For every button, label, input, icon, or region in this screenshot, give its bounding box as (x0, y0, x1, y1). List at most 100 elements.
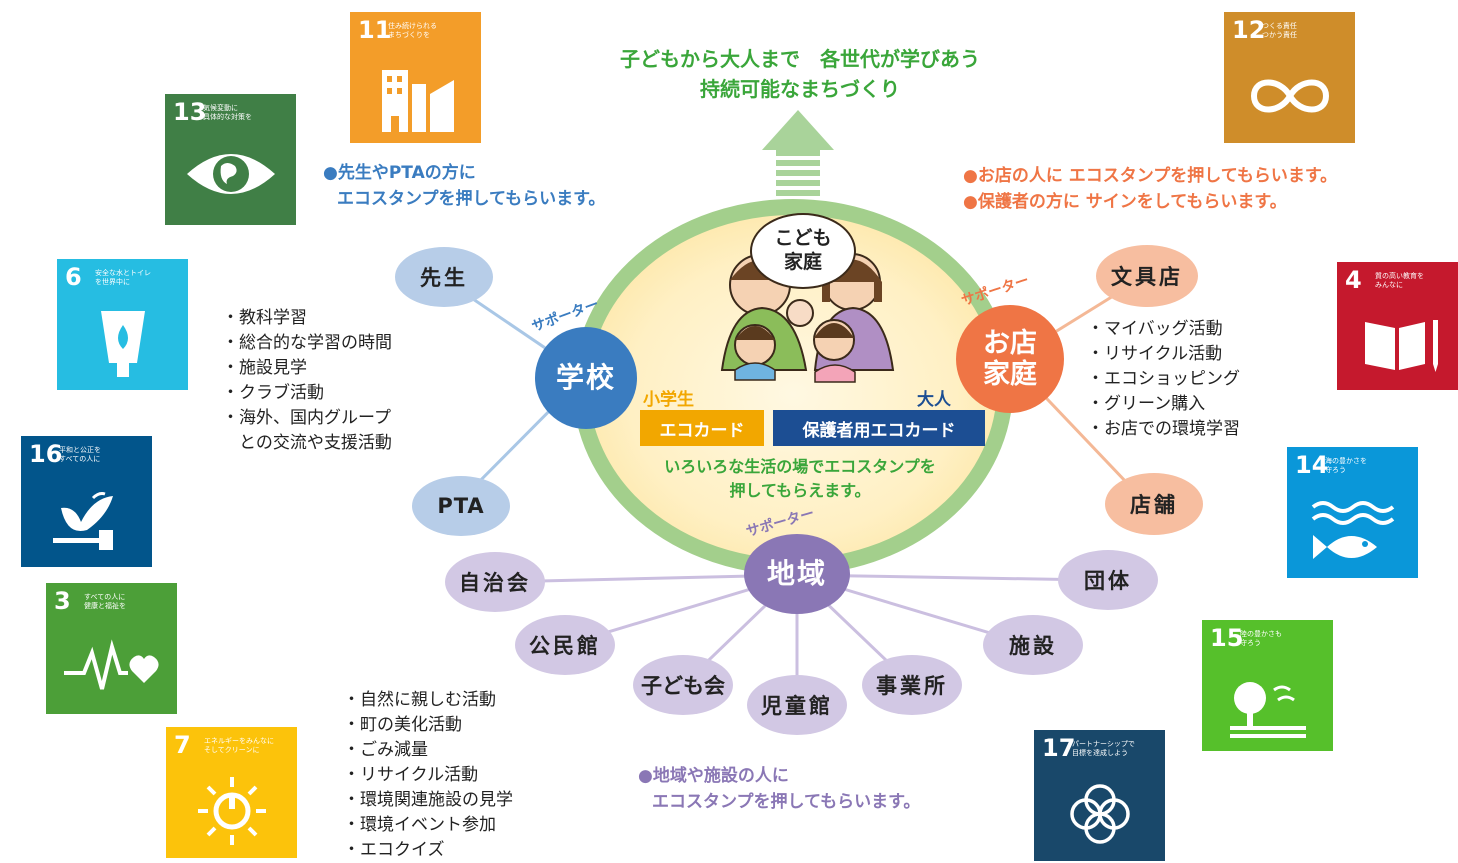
node-group: 団体 (1058, 550, 1158, 610)
list-item: 教科学習 (222, 306, 392, 331)
dove-icon (53, 492, 113, 550)
sdg-number: 11 (358, 16, 392, 44)
region-activity-list: 自然に親しむ活動 町の美化活動 ごみ減量 リサイクル活動 環境関連施設の見学 環… (343, 688, 513, 863)
list-item: リサイクル活動 (1087, 342, 1240, 367)
sdg-number: 16 (29, 440, 63, 468)
school-hub: 学校 (535, 327, 637, 429)
list-item: 町の美化活動 (343, 713, 513, 738)
sdg-label: エネルギーをみんなに そしてクリーンに (204, 737, 274, 754)
center-caption-line-2: 押してもらえます。 (729, 481, 871, 500)
adult-label: 大人 (917, 390, 951, 410)
sdg16-tile: 16 平和と公正を すべての人に (21, 436, 152, 567)
list-item: 総合的な学習の時間 (222, 331, 392, 356)
list-item: 環境イベント参加 (343, 813, 513, 838)
node-group-label: 団体 (1084, 569, 1132, 593)
sdg7-tile: 7 エネルギーをみんなに そしてクリーンに (166, 727, 297, 858)
bubble-text: こども 家庭 (774, 227, 832, 273)
sdg-label: 陸の豊かさも 守ろう (1240, 630, 1282, 647)
node-neighborhood: 自治会 (445, 552, 545, 612)
sdg-number: 6 (65, 263, 82, 291)
sdg-label: 住み続けられる まちづくりを (388, 22, 437, 39)
shop-note-line-2: ●保護者の方に サインをしてもらいます。 (963, 192, 1287, 212)
sdg11-tile: 11 住み続けられる まちづくりを (350, 12, 481, 143)
sdg-number: 15 (1210, 624, 1244, 652)
node-office: 事業所 (862, 655, 962, 715)
center-caption: いろいろな生活の場でエコスタンプを 押してもらえます。 (620, 455, 980, 503)
school-note: ●先生やPTAの方に エコスタンプを押してもらいます。 (323, 160, 605, 212)
sdg3-tile: 3 すべての人に 健康と福祉を (46, 583, 177, 714)
list-item: エコクイズ (343, 838, 513, 863)
region-note: ●地域や施設の人に エコスタンプを押してもらいます。 (638, 763, 920, 815)
node-neighborhood-label: 自治会 (459, 571, 531, 595)
list-item: グリーン購入 (1087, 392, 1240, 417)
sdg-label: 気候変動に 具体的な対策を (203, 104, 252, 121)
node-office-label: 事業所 (876, 674, 948, 698)
list-item: 自然に親しむ活動 (343, 688, 513, 713)
sdg-number: 13 (173, 98, 207, 126)
school-hub-label: 学校 (555, 360, 616, 394)
node-pta: PTA (412, 476, 510, 536)
sun-power-icon (198, 777, 266, 845)
sdg15-tile: 15 陸の豊かさも 守ろう (1202, 620, 1333, 751)
school-note-line-2: エコスタンプを押してもらいます。 (337, 189, 606, 209)
node-community-hall-label: 公民館 (529, 634, 601, 658)
node-children-hall-label: 児童館 (761, 694, 833, 718)
eye-globe-icon (187, 154, 275, 194)
node-children-hall: 児童館 (747, 675, 847, 735)
sdg-label: 安全な水とトイレ を世界中に (95, 269, 151, 286)
title-line-2: 持続可能なまちづくり (700, 77, 900, 101)
node-community-hall: 公民館 (515, 615, 615, 675)
list-item: お店での環境学習 (1087, 417, 1240, 442)
list-item: 海外、国内グループ (222, 406, 392, 431)
sdg-number: 4 (1345, 266, 1362, 294)
eco-card: エコカード (640, 410, 764, 446)
node-facility: 施設 (983, 615, 1083, 675)
shop-note-line-1: ●お店の人に エコスタンプを押してもらいます。 (963, 166, 1338, 186)
shop-home-hub: お店 家庭 (956, 305, 1064, 413)
tree-icon (1230, 682, 1306, 738)
sdg-number: 7 (174, 731, 191, 759)
school-activity-list: 教科学習 総合的な学習の時間 施設見学 クラブ活動 海外、国内グループ との交流… (222, 306, 392, 456)
center-caption-line-1: いろいろな生活の場でエコスタンプを (664, 457, 936, 476)
list-item: クラブ活動 (222, 381, 392, 406)
node-stationery: 文具店 (1096, 245, 1198, 307)
city-icon (382, 70, 454, 132)
page-title: 子どもから大人まで 各世代が学びあう 持続可能なまちづくり (520, 44, 1080, 104)
water-drop-icon (101, 311, 145, 377)
book-icon (1365, 320, 1438, 372)
sdg-label: 質の高い教育を みんなに (1375, 272, 1424, 289)
sdg-number: 12 (1232, 16, 1266, 44)
region-hub: 地域 (744, 534, 850, 614)
title-line-1: 子どもから大人まで 各世代が学びあう (620, 47, 980, 71)
node-stationery-label: 文具店 (1111, 265, 1183, 289)
growth-arrow (762, 110, 834, 196)
list-item: マイバッグ活動 (1087, 317, 1240, 342)
sdg-label: 海の豊かさを 守ろう (1325, 457, 1367, 474)
flower-rings-icon (1070, 784, 1130, 844)
sdg13-tile: 13 気候変動に 具体的な対策を (165, 94, 296, 225)
node-facility-label: 施設 (1009, 634, 1057, 658)
fish-icon (1311, 501, 1395, 559)
node-teacher: 先生 (395, 247, 493, 307)
node-store-label: 店舗 (1130, 493, 1178, 517)
sdg12-tile: 12 つくる責任 つかう責任 (1224, 12, 1355, 143)
shop-activity-list: マイバッグ活動 リサイクル活動 エコショッピング グリーン購入 お店での環境学習 (1087, 317, 1240, 442)
family-speech-bubble: こども 家庭 (750, 213, 856, 289)
sdg14-tile: 14 海の豊かさを 守ろう (1287, 447, 1418, 578)
shop-note: ●お店の人に エコスタンプを押してもらいます。 ●保護者の方に サインをしてもら… (963, 163, 1337, 215)
sdg-label: 平和と公正を すべての人に (59, 446, 101, 463)
sdg-label: すべての人に 健康と福祉を (84, 593, 126, 610)
node-pta-label: PTA (437, 494, 485, 518)
node-store: 店舗 (1105, 473, 1203, 535)
shop-hub-label: お店 家庭 (983, 327, 1037, 390)
region-note-line-2: エコスタンプを押してもらいます。 (652, 792, 921, 812)
list-item: ごみ減量 (343, 738, 513, 763)
list-item: との交流や支援活動 (239, 433, 392, 453)
school-note-line-1: ●先生やPTAの方に (323, 163, 476, 183)
list-item: エコショッピング (1087, 367, 1240, 392)
region-note-line-1: ●地域や施設の人に (638, 766, 789, 786)
sdg-label: パートナーシップで 目標を達成しよう (1072, 740, 1135, 757)
heartbeat-icon (64, 639, 159, 690)
child-label: 小学生 (643, 390, 694, 410)
sdg-number: 3 (54, 587, 71, 615)
